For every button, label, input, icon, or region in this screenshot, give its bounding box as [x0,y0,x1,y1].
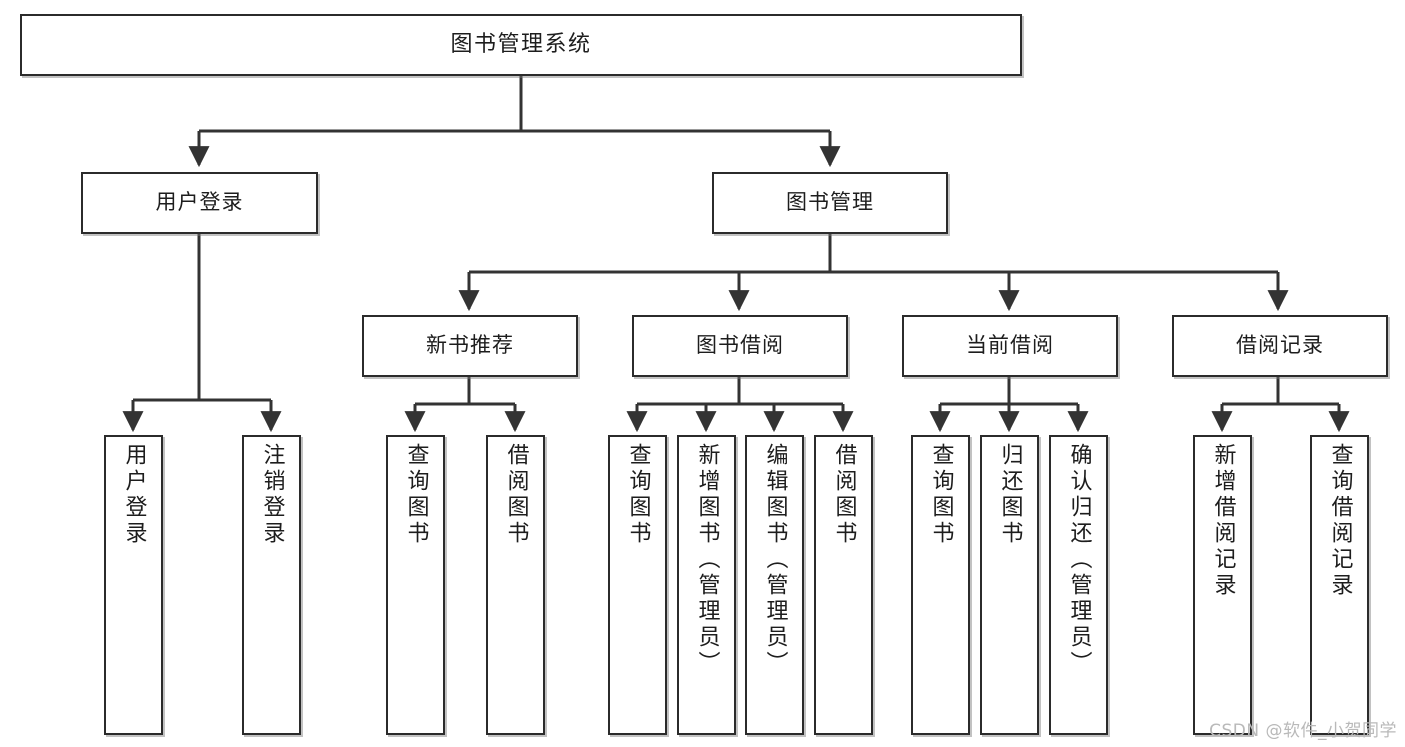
node-label: 新增借阅记录 [1210,443,1236,599]
leaf-new-book-borrow[interactable]: 借阅图书 [486,435,545,735]
node-new-book-recommend[interactable]: 新书推荐 [362,315,578,377]
leaf-current-borrow-query[interactable]: 查询图书 [911,435,970,735]
leaf-current-borrow-confirm-return[interactable]: 确认归还（管理员） [1049,435,1108,735]
node-book-borrow[interactable]: 图书借阅 [632,315,848,377]
node-current-borrow[interactable]: 当前借阅 [902,315,1118,377]
leaf-new-book-query[interactable]: 查询图书 [386,435,445,735]
leaf-borrow-record-query[interactable]: 查询借阅记录 [1310,435,1369,735]
node-label: 归还图书 [997,443,1023,547]
node-label: 借阅图书 [831,443,857,547]
node-label: 新书推荐 [426,333,514,358]
leaf-book-borrow-borrow[interactable]: 借阅图书 [814,435,873,735]
node-label: 图书借阅 [696,333,784,358]
leaf-user-login-login[interactable]: 用户登录 [104,435,163,735]
node-book-management[interactable]: 图书管理 [712,172,948,234]
leaf-book-borrow-query[interactable]: 查询图书 [608,435,667,735]
node-label: 注销登录 [259,443,285,547]
node-label: 编辑图书（管理员） [762,443,788,677]
leaf-user-login-logout[interactable]: 注销登录 [242,435,301,735]
node-label: 用户登录 [121,443,147,547]
node-label: 确认归还（管理员） [1066,443,1092,677]
node-label: 查询借阅记录 [1327,443,1353,599]
node-label: 查询图书 [928,443,954,547]
node-label: 图书管理 [786,190,874,215]
leaf-book-borrow-edit[interactable]: 编辑图书（管理员） [745,435,804,735]
node-label: 查询图书 [403,443,429,547]
leaf-book-borrow-add[interactable]: 新增图书（管理员） [677,435,736,735]
node-label: 新增图书（管理员） [694,443,720,677]
node-label: 查询图书 [625,443,651,547]
leaf-current-borrow-return[interactable]: 归还图书 [980,435,1039,735]
node-label: 图书管理系统 [450,31,592,57]
leaf-borrow-record-add[interactable]: 新增借阅记录 [1193,435,1252,735]
node-root-system[interactable]: 图书管理系统 [20,14,1022,76]
node-borrow-record[interactable]: 借阅记录 [1172,315,1388,377]
node-label: 借阅图书 [503,443,529,547]
node-label: 借阅记录 [1236,333,1324,358]
node-label: 用户登录 [155,190,244,215]
node-label: 当前借阅 [966,333,1054,358]
node-user-login[interactable]: 用户登录 [81,172,318,234]
csdn-watermark: CSDN @软件_小贺同学 [1209,721,1397,741]
